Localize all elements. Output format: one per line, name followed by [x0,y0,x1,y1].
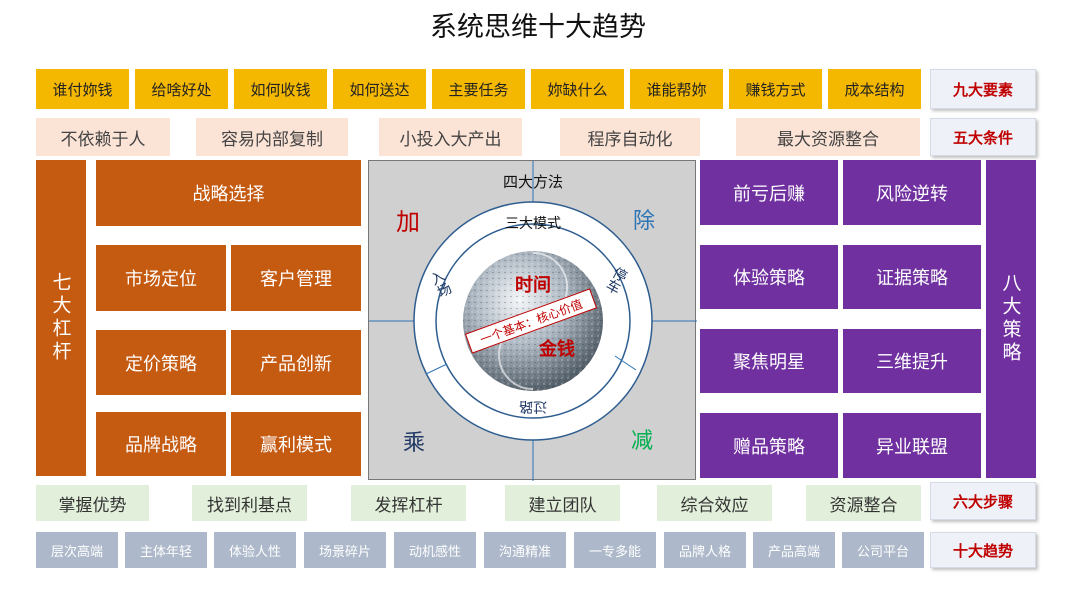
time-label: 时间 [515,275,551,296]
step-box: 综合效应 [657,485,772,521]
step-box: 建立团队 [505,485,620,521]
condition-box: 小投入大产出 [379,118,522,156]
trend-box: 一专多能 [574,532,656,568]
divider-line [425,363,448,375]
strategy-box: 证据策略 [843,245,981,309]
center-diagram-graphic [369,161,697,481]
eight-strategies-label: 八大策略 [986,160,1036,478]
strategy-box: 前亏后赚 [700,160,838,225]
condition-box: 程序自动化 [560,118,700,156]
element-box: 成本结构 [828,69,921,109]
divide-method: 除 [632,209,655,234]
trend-box: 体验人性 [214,532,296,568]
condition-box: 最大资源整合 [736,118,920,156]
seven-levers-label: 七大杠杆 [36,160,86,476]
lever-box: 定价策略 [96,330,226,395]
row-label-nine-elements: 九大要素 [930,69,1036,109]
element-box: 给啥好处 [135,69,228,109]
element-box: 谁能帮妳 [630,69,723,109]
lever-box: 产品创新 [231,330,361,395]
condition-box: 容易内部复制 [196,118,348,156]
step-box: 发挥杠杆 [351,485,466,521]
divider-line [614,355,637,371]
trend-box: 主体年轻 [125,532,207,568]
trend-box: 公司平台 [842,532,924,568]
trend-box: 沟通精准 [484,532,566,568]
subtract-method: 减 [630,429,653,454]
row-label-ten-trends: 十大趋势 [930,532,1036,568]
strategy-box: 异业联盟 [843,413,981,478]
strategy-box: 聚焦明星 [700,329,838,393]
lever-box: 品牌战略 [96,412,226,476]
strategy-box: 三维提升 [843,329,981,393]
step-box: 资源整合 [806,485,921,521]
three-modes-label: 三大模式 [505,216,561,232]
row-label-six-steps: 六大步骤 [930,482,1036,520]
center-diagram: 四大方法 三大模式 加 除 乘 减 入场 停车 过路 时间 金钱 一个基本：核心… [368,160,697,481]
element-box: 谁付妳钱 [36,69,129,109]
add-method: 加 [396,207,420,236]
element-box: 如何送达 [333,69,426,109]
step-box: 找到利基点 [192,485,307,521]
lever-box: 客户管理 [231,245,361,311]
lever-box: 市场定位 [96,245,226,311]
trend-box: 动机感性 [394,532,476,568]
strategy-box: 赠品策略 [700,413,838,478]
step-box: 掌握优势 [36,485,149,521]
element-box: 妳缺什么 [531,69,624,109]
row-label-five-conditions: 五大条件 [930,118,1036,156]
lever-box: 赢利模式 [231,412,361,476]
multiply-method: 乘 [402,431,425,456]
element-box: 主要任务 [432,69,525,109]
strategy-box: 风险逆转 [843,160,981,225]
trend-box: 品牌人格 [664,532,746,568]
trend-box: 层次高端 [36,532,118,568]
condition-box: 不依赖于人 [36,118,170,156]
trend-box: 场景碎片 [304,532,386,568]
money-label: 金钱 [539,339,575,360]
four-methods-label: 四大方法 [502,172,563,191]
core-value-banner [464,288,598,354]
element-box: 如何收钱 [234,69,327,109]
lever-box: 战略选择 [96,160,361,226]
trend-box: 产品高端 [753,532,835,568]
element-box: 赚钱方式 [729,69,822,109]
page-title: 系统思维十大趋势 [430,11,646,43]
strategy-box: 体验策略 [700,245,838,309]
road-mode: 过路 [519,398,547,414]
